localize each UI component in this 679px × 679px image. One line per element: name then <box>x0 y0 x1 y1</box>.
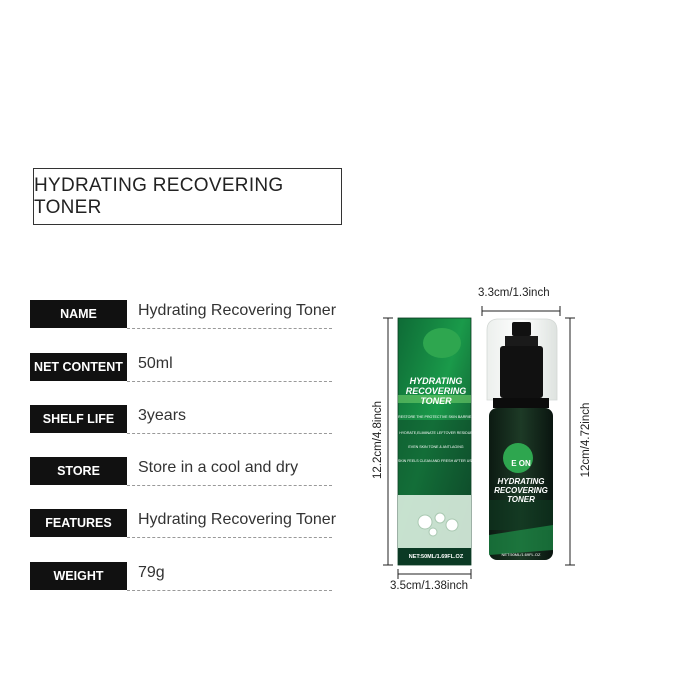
bottle-title-3: TONER <box>507 495 535 504</box>
spec-row-features: FEATURES Hydrating Recovering Toner <box>30 509 336 539</box>
box-claim-1: HYDRATE,ELIMINATE LEFTOVER RESIDUE <box>399 431 473 435</box>
spec-value: Hydrating Recovering Toner <box>138 511 337 528</box>
spec-value: 50ml <box>138 355 173 372</box>
spec-value: Store in a cool and dry <box>138 459 299 476</box>
spec-row-shelf-life: SHELF LIFE 3years <box>30 405 332 435</box>
box-claim-2: EVEN SKIN TONE & ANTI-AGING <box>408 445 463 449</box>
bottle-green-blob <box>503 443 533 473</box>
spec-label: NET CONTENT <box>30 353 127 381</box>
spec-label: SHELF LIFE <box>30 405 127 433</box>
spec-label: FEATURES <box>30 509 127 537</box>
box-tagline: RESTORE THE PROTECTIVE SKIN BARRIER <box>398 415 474 419</box>
box-net: NET:50ML/1.69FL.OZ <box>409 554 464 560</box>
box-width-dimension: 3.5cm/1.38inch <box>390 580 468 592</box>
spec-row-name: NAME Hydrating Recovering Toner <box>30 300 336 330</box>
spec-label: NAME <box>30 300 127 328</box>
spec-value: 3years <box>138 407 187 424</box>
spec-divider <box>127 485 332 486</box>
spec-divider <box>127 537 332 538</box>
spec-label: STORE <box>30 457 127 485</box>
spec-value: Hydrating Recovering Toner <box>138 302 337 319</box>
bottle-net: NET:50ML/1.69FL.OZ <box>502 552 541 557</box>
product-bottle <box>486 318 558 560</box>
bottle-width-dimension: 3.3cm/1.3inch <box>478 287 550 299</box>
spec-row-weight: WEIGHT 79g <box>30 562 332 592</box>
bottle-title-1: HYDRATING <box>498 477 545 486</box>
product-title: HYDRATING RECOVERING TONER <box>33 168 342 225</box>
box-title-3: TONER <box>420 396 452 406</box>
box-title-2: RECOVERING <box>406 386 467 396</box>
box-height-dimension: 12.2cm/4.8inch <box>372 401 384 479</box>
spec-label: WEIGHT <box>30 562 127 590</box>
spec-divider <box>127 433 332 434</box>
spec-divider <box>127 328 332 329</box>
box-claim-3: SKIN FEELS CLEAN AND FRESH AFTER USE <box>398 459 475 463</box>
bottle-title-2: RECOVERING <box>494 486 548 495</box>
spec-divider <box>127 590 332 591</box>
bottle-height-dimension: 12cm/4.72inch <box>580 402 592 478</box>
box-green-blob <box>423 328 461 358</box>
spec-divider <box>127 381 332 382</box>
dimension-lines <box>383 306 575 579</box>
spec-row-net-content: NET CONTENT 50ml <box>30 353 332 383</box>
product-box <box>397 317 472 566</box>
spec-value: 79g <box>138 564 165 581</box>
bottle-brand-partial: E ON <box>511 459 531 468</box>
box-title-1: HYDRATING <box>410 376 463 386</box>
spec-row-store: STORE Store in a cool and dry <box>30 457 332 487</box>
